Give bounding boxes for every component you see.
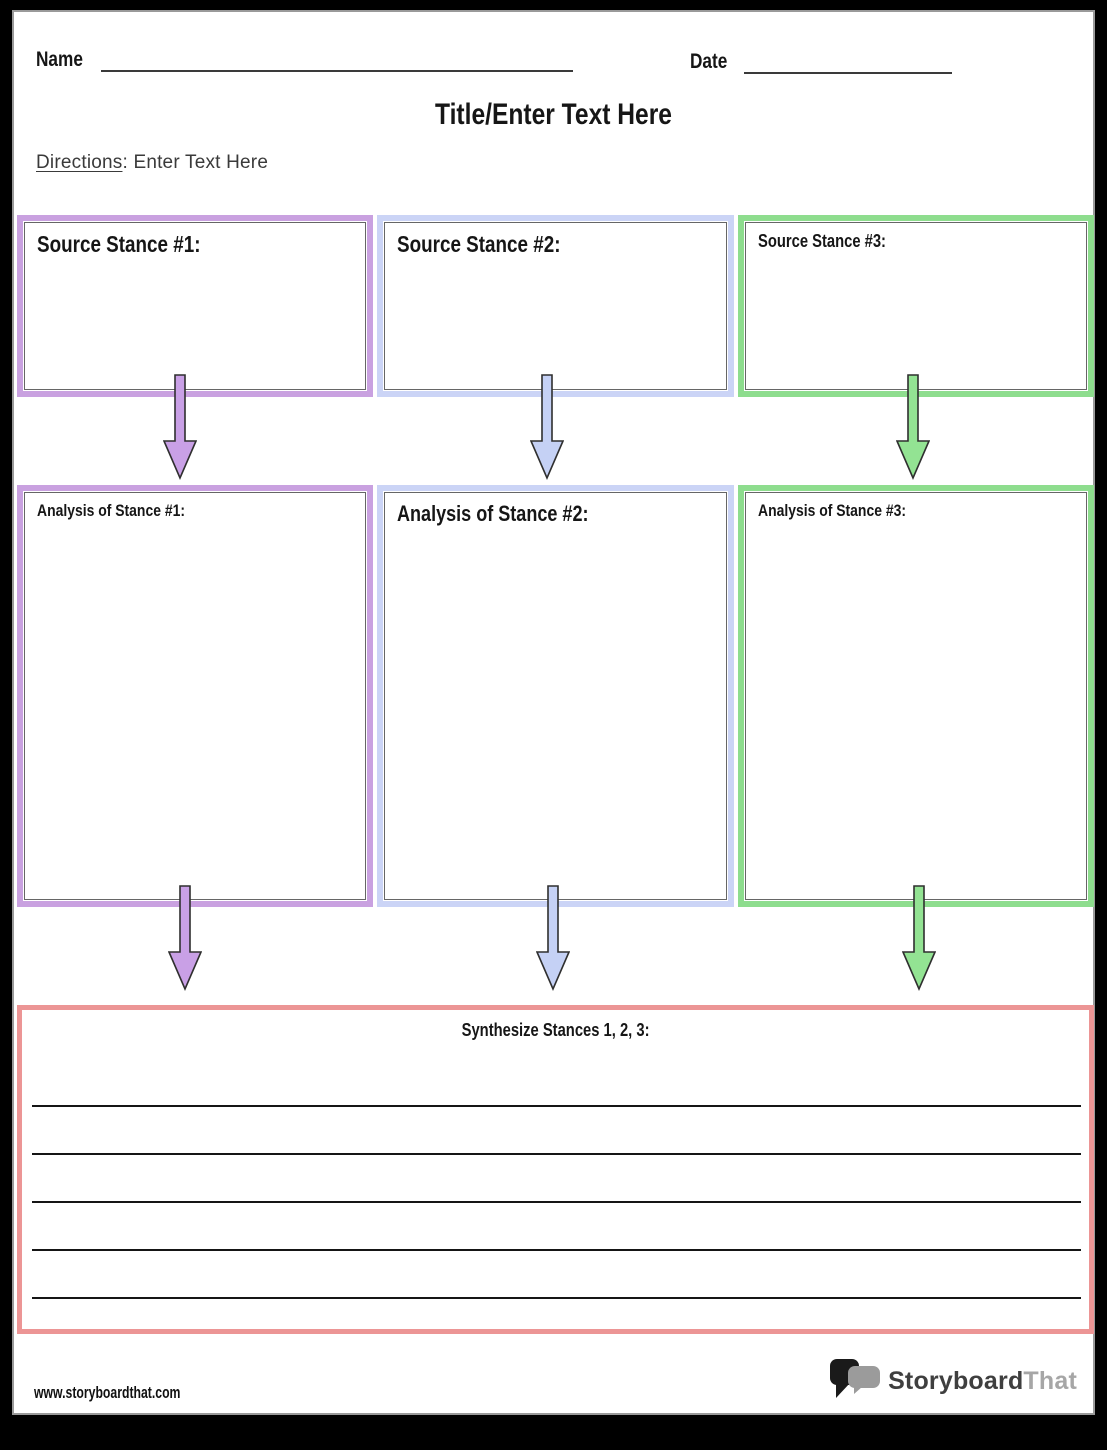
date-blank-line[interactable] <box>743 50 952 74</box>
analysis-stance-3-box[interactable]: Analysis of Stance #3: <box>737 485 1094 907</box>
analysis-stance-3-label: Analysis of Stance #3: <box>757 501 906 520</box>
worksheet-page: Name Date Title/Enter Text Here Directio… <box>12 10 1095 1415</box>
name-label: Name <box>36 48 83 71</box>
analysis-stance-1-box[interactable]: Analysis of Stance #1: <box>17 485 374 907</box>
speech-bubbles-icon <box>828 1356 882 1407</box>
website-url: www.storyboardthat.com <box>34 1383 181 1402</box>
writing-line[interactable] <box>32 1297 1081 1299</box>
analysis-row: Analysis of Stance #1: Analysis of Stanc… <box>17 485 1094 907</box>
writing-line[interactable] <box>32 1105 1081 1107</box>
directions-value: : Enter Text Here <box>122 152 269 173</box>
date-field-group: Date <box>690 50 952 74</box>
storyboardthat-logo: StoryboardThat <box>828 1356 1077 1407</box>
source-stance-row: Source Stance #1: Source Stance #2: Sour… <box>17 215 1094 397</box>
logo-text: StoryboardThat <box>888 1367 1077 1395</box>
source-stance-1-label: Source Stance #1: <box>37 231 201 257</box>
source-stance-3-area[interactable]: Source Stance #3: <box>744 222 1087 390</box>
arrow-down-purple-1-icon <box>163 374 197 480</box>
source-stance-2-box[interactable]: Source Stance #2: <box>377 215 734 397</box>
arrow-down-lavender-1-icon <box>530 374 564 480</box>
date-label: Date <box>690 50 728 73</box>
analysis-stance-3-area[interactable]: Analysis of Stance #3: <box>744 492 1087 900</box>
analysis-stance-1-area[interactable]: Analysis of Stance #1: <box>24 492 367 900</box>
source-stance-2-area[interactable]: Source Stance #2: <box>384 222 727 390</box>
analysis-stance-2-area[interactable]: Analysis of Stance #2: <box>384 492 727 900</box>
source-stance-1-box[interactable]: Source Stance #1: <box>17 215 374 397</box>
source-stance-1-area[interactable]: Source Stance #1: <box>24 222 367 390</box>
name-blank-line[interactable] <box>101 48 574 72</box>
arrow-down-green-1-icon <box>896 374 930 480</box>
source-stance-3-label: Source Stance #3: <box>757 231 886 251</box>
writing-line[interactable] <box>32 1201 1081 1203</box>
analysis-stance-1-label: Analysis of Stance #1: <box>37 501 185 520</box>
source-stance-2-label: Source Stance #2: <box>397 231 561 257</box>
page-title[interactable]: Title/Enter Text Here <box>435 98 672 131</box>
synthesize-label: Synthesize Stances 1, 2, 3: <box>461 1020 650 1040</box>
name-field-group: Name <box>36 48 574 72</box>
directions-label: Directions <box>36 152 123 173</box>
analysis-stance-2-box[interactable]: Analysis of Stance #2: <box>377 485 734 907</box>
writing-line[interactable] <box>32 1153 1081 1155</box>
analysis-stance-2-label: Analysis of Stance #2: <box>397 501 589 526</box>
arrow-down-purple-2-icon <box>168 885 202 991</box>
source-stance-3-box[interactable]: Source Stance #3: <box>737 215 1094 397</box>
arrow-down-lavender-2-icon <box>536 885 570 991</box>
synthesize-box[interactable]: Synthesize Stances 1, 2, 3: <box>17 1005 1094 1334</box>
arrow-down-green-2-icon <box>902 885 936 991</box>
directions-text[interactable]: Directions: Enter Text Here <box>36 152 268 174</box>
writing-line[interactable] <box>32 1249 1081 1251</box>
